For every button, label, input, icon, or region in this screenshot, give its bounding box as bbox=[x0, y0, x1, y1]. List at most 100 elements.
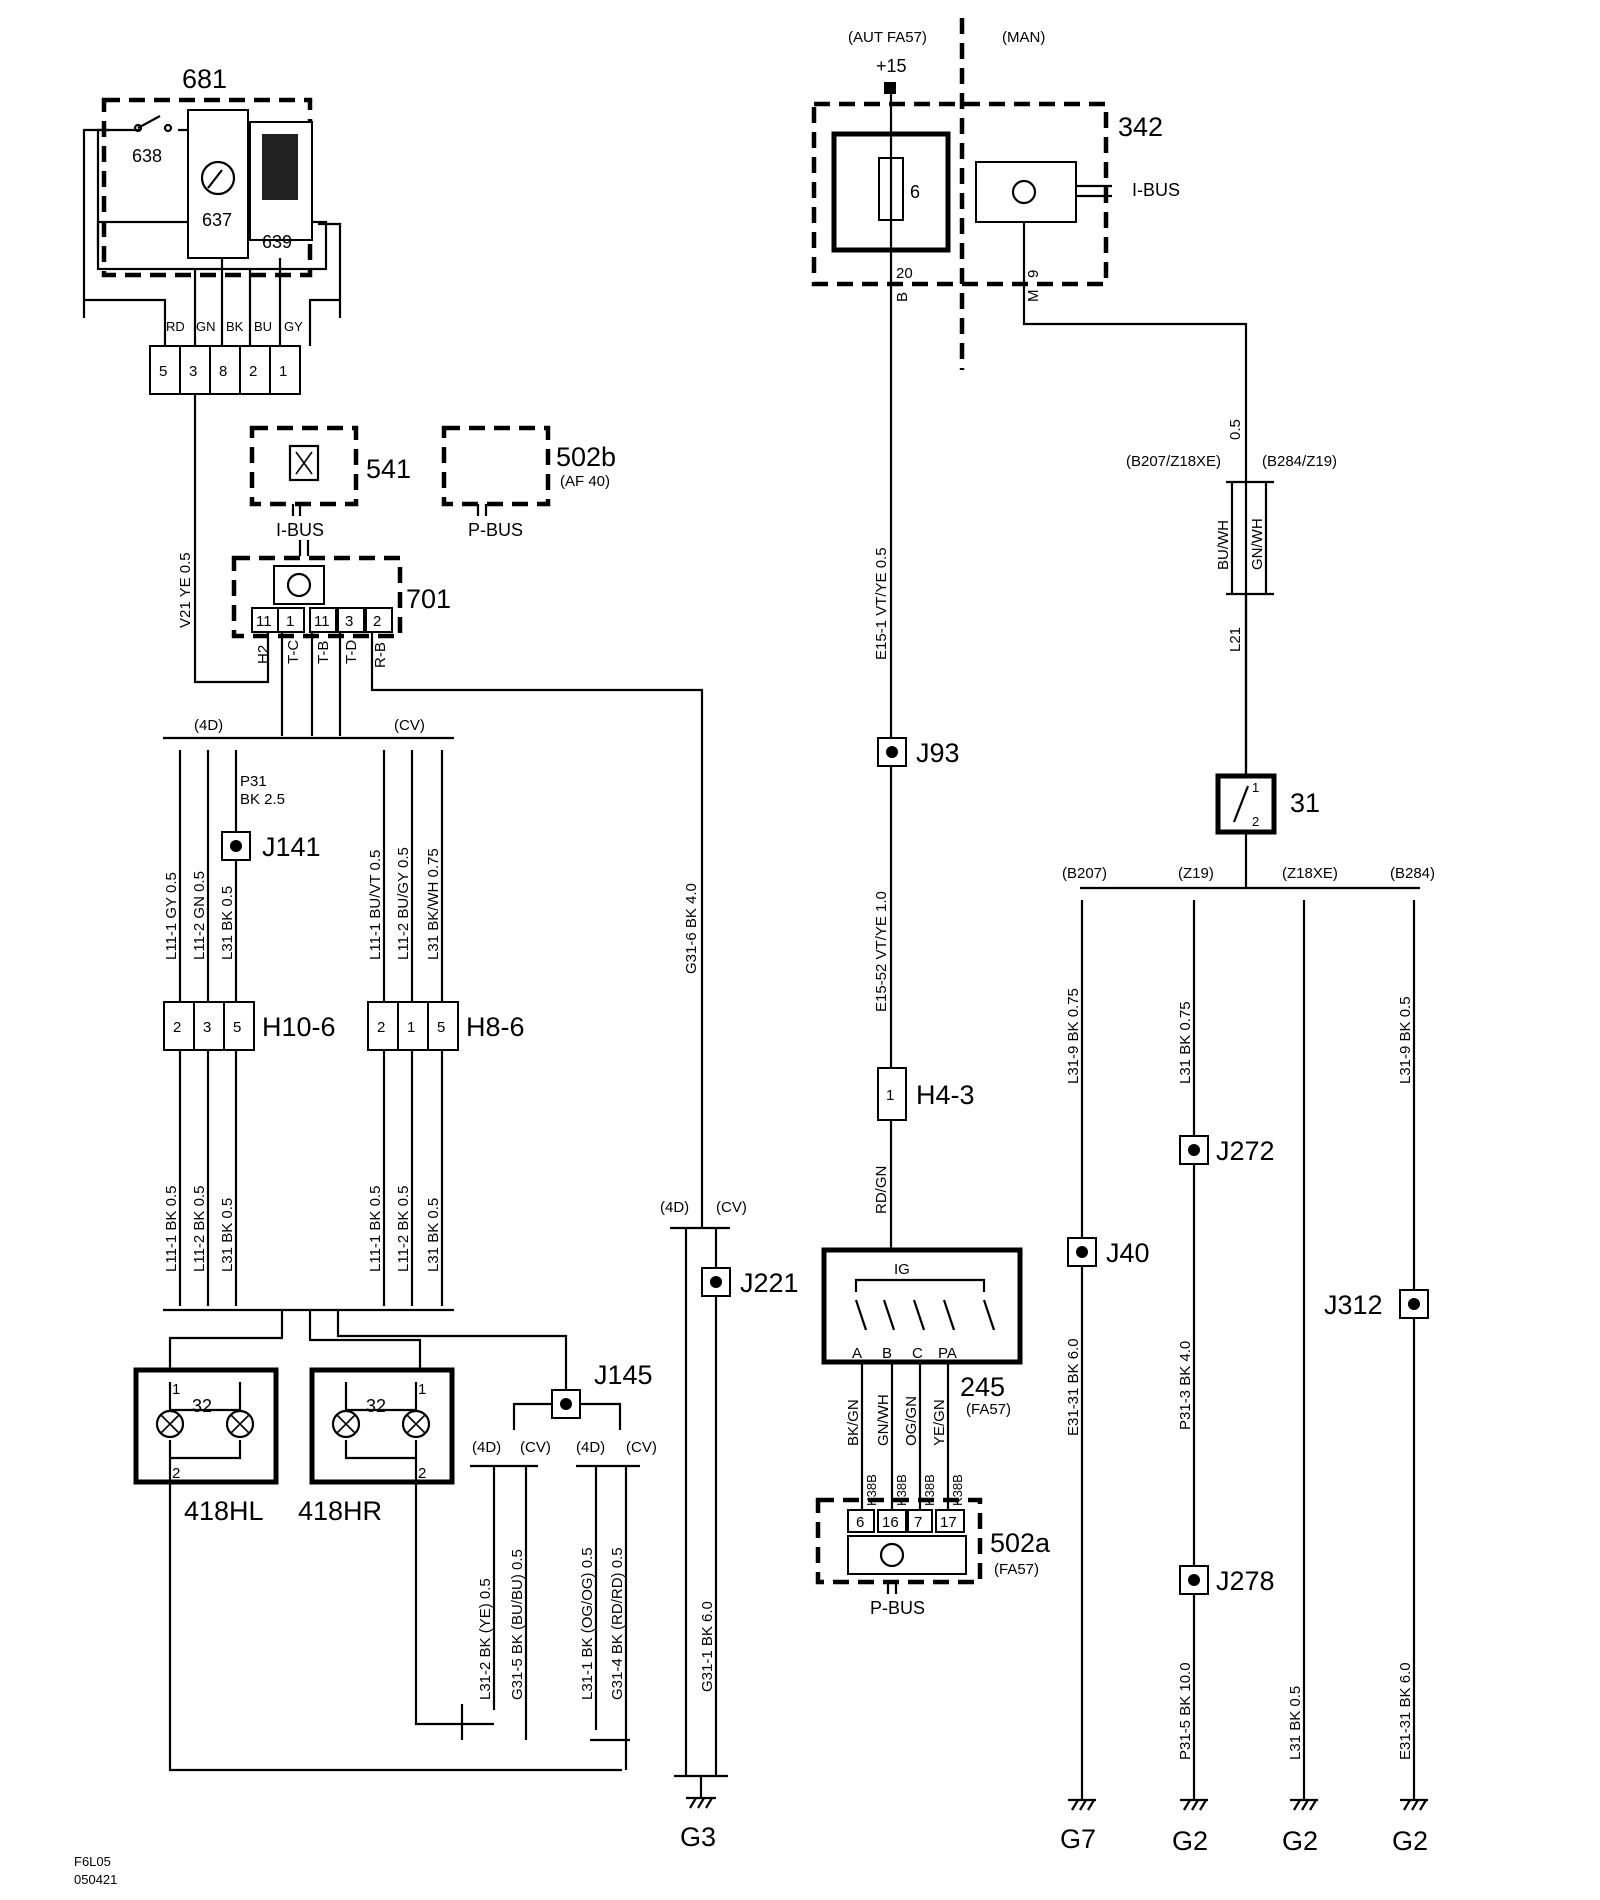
wire-l31-bk: L31 BK 0.5 bbox=[219, 886, 236, 960]
bulb-cross-icon bbox=[406, 1414, 426, 1434]
h106-pin3: 3 bbox=[203, 1019, 211, 1036]
label-j40: J40 bbox=[1106, 1238, 1150, 1268]
ground-g3-icon bbox=[686, 1796, 716, 1809]
wire-p31-5: P31-5 BK 10.0 bbox=[1177, 1662, 1194, 1760]
wire-l31-9-075: L31-9 BK 0.75 bbox=[1065, 988, 1082, 1084]
pin502a-17: 17 bbox=[940, 1514, 957, 1531]
label-245: 245 bbox=[960, 1372, 1005, 1402]
module-502a-inner bbox=[847, 1535, 967, 1575]
label-4d-j221: (4D) bbox=[660, 1199, 689, 1216]
wire-l31-05: L31 BK 0.5 bbox=[1287, 1686, 1304, 1760]
label-plus15: +15 bbox=[876, 56, 907, 76]
connector-h8-6 bbox=[367, 1001, 459, 1051]
wire-v21 bbox=[193, 394, 270, 684]
module-502a-box bbox=[815, 1497, 983, 1585]
splice-j145-dot bbox=[560, 1398, 572, 1410]
label-342: 342 bbox=[1118, 112, 1163, 142]
wire-yegn: YE/GN bbox=[931, 1399, 948, 1446]
wire-bkgn: BK/GN bbox=[845, 1399, 862, 1446]
wire-e15-1: E15-1 VT/YE 0.5 bbox=[873, 547, 890, 660]
wire-gnwh: GN/WH bbox=[875, 1394, 892, 1446]
wire-oggn: OG/GN bbox=[903, 1396, 920, 1446]
wire-buwh: BU/WH bbox=[1215, 520, 1232, 570]
wires-to-lamps bbox=[168, 1310, 568, 1390]
wire-g31-4-bk: G31-4 BK (RD/RD) 0.5 bbox=[609, 1547, 626, 1700]
module-502a-icon bbox=[879, 1542, 905, 1568]
wires-lower-bundle bbox=[178, 1050, 444, 1306]
wire-g31-5-bk: G31-5 BK (BU/BU) 0.5 bbox=[509, 1549, 526, 1700]
label-v21: V21 YE 0.5 bbox=[177, 552, 194, 628]
pin701-2: 2 bbox=[373, 613, 381, 630]
wire-l11-2-gn: L11-2 GN 0.5 bbox=[191, 871, 208, 960]
wires-j145-split bbox=[512, 1402, 622, 1430]
switch-31-pin2: 2 bbox=[1252, 814, 1259, 829]
switch-245-common bbox=[854, 1278, 986, 1292]
ground-g7-icon bbox=[1068, 1798, 1096, 1811]
wire-bu-label: BU bbox=[254, 319, 272, 334]
ground-g2-c-icon bbox=[1400, 1798, 1428, 1811]
wire-l31-1-bk: L31-1 BK (OG/OG) 0.5 bbox=[579, 1547, 596, 1700]
wire-l11-1-bk-left: L11-1 BK 0.5 bbox=[163, 1186, 180, 1272]
bulb-icon bbox=[401, 1409, 431, 1439]
wire-p31-3: P31-3 BK 4.0 bbox=[1177, 1341, 1194, 1430]
bulb-icon bbox=[155, 1409, 185, 1439]
sensor-541-icon bbox=[288, 444, 320, 482]
label-j145: J145 bbox=[594, 1360, 653, 1390]
ibus-342-link bbox=[1076, 184, 1112, 198]
fuse-6: 6 bbox=[910, 182, 920, 202]
wire-l31-bk-left: L31 BK 0.5 bbox=[219, 1198, 236, 1272]
module-342-ctrl bbox=[975, 161, 1077, 223]
wire-gy-label: GY bbox=[284, 319, 303, 334]
label-l21: L21 bbox=[1227, 627, 1244, 652]
label-e15-52: E15-52 VT/YE 1.0 bbox=[873, 891, 890, 1012]
label-j93: J93 bbox=[916, 738, 960, 768]
wire-l11-2-bk-right: L11-2 BK 0.5 bbox=[395, 1186, 412, 1272]
gauge-637-icon bbox=[200, 160, 236, 196]
pin-b: B bbox=[894, 292, 911, 302]
label-418hl: 418HL bbox=[184, 1496, 264, 1526]
wire-e31-31-a: E31-31 BK 6.0 bbox=[1065, 1338, 1082, 1436]
splice-j141-dot bbox=[230, 840, 242, 852]
label-g7: G7 bbox=[1060, 1824, 1096, 1854]
label-b207: (B207) bbox=[1062, 865, 1107, 882]
label-b207-z18xe: (B207/Z18XE) bbox=[1126, 453, 1221, 470]
label-z18xe: (Z18XE) bbox=[1282, 865, 1338, 882]
lamp-hl-pin2: 2 bbox=[172, 1465, 180, 1482]
wire-l31-075: L31 BK 0.75 bbox=[1177, 1001, 1194, 1084]
ground-g2-b-icon bbox=[1290, 1798, 1318, 1811]
switch-31-box bbox=[1215, 773, 1277, 835]
wire-l11-1-buvt: L11-1 BU/VT 0.5 bbox=[367, 850, 384, 960]
label-rdgn: RD/GN bbox=[873, 1166, 890, 1214]
module-701-box bbox=[231, 555, 403, 639]
h86-pin1: 1 bbox=[407, 1019, 415, 1036]
module-701-icon bbox=[286, 572, 312, 598]
wire-l11-2-bugy: L11-2 BU/GY 0.5 bbox=[395, 847, 412, 960]
bulb-cross-icon bbox=[230, 1414, 250, 1434]
label-ig: IG bbox=[894, 1261, 910, 1278]
label-j221: J221 bbox=[740, 1268, 799, 1298]
pin-8: 8 bbox=[219, 363, 227, 380]
wire-g31-1: G31-1 BK 6.0 bbox=[699, 1601, 716, 1692]
label-502b-sub: (AF 40) bbox=[560, 473, 610, 490]
wire-g31-6: G31-6 BK 4.0 bbox=[683, 883, 700, 974]
label-b284: (B284) bbox=[1390, 865, 1435, 882]
wire-lamp-grounds bbox=[168, 1476, 622, 1772]
pin701-1: 1 bbox=[286, 613, 294, 630]
switch-245-contacts bbox=[854, 1299, 996, 1331]
pins-502a bbox=[847, 1509, 965, 1533]
label-4d-j145a: (4D) bbox=[472, 1439, 501, 1456]
sig-tc: T-C bbox=[285, 640, 302, 664]
label-31: 31 bbox=[1290, 788, 1320, 818]
wire-l11-2-bk-left: L11-2 BK 0.5 bbox=[191, 1186, 208, 1272]
sig-rb: R-B bbox=[372, 642, 389, 668]
label-j141: J141 bbox=[262, 832, 321, 862]
label-aut-fa57: (AUT FA57) bbox=[848, 29, 927, 46]
pin502a-6: 6 bbox=[856, 1514, 864, 1531]
pin502a-16: 16 bbox=[882, 1514, 899, 1531]
label-h4-3: H4-3 bbox=[916, 1080, 975, 1110]
wires-701-down bbox=[280, 632, 704, 1228]
label-681: 681 bbox=[182, 64, 227, 94]
label-pbus-502a: P-BUS bbox=[870, 1598, 925, 1618]
h86-pin5: 5 bbox=[437, 1019, 445, 1036]
wire-05: 0.5 bbox=[1227, 419, 1244, 440]
